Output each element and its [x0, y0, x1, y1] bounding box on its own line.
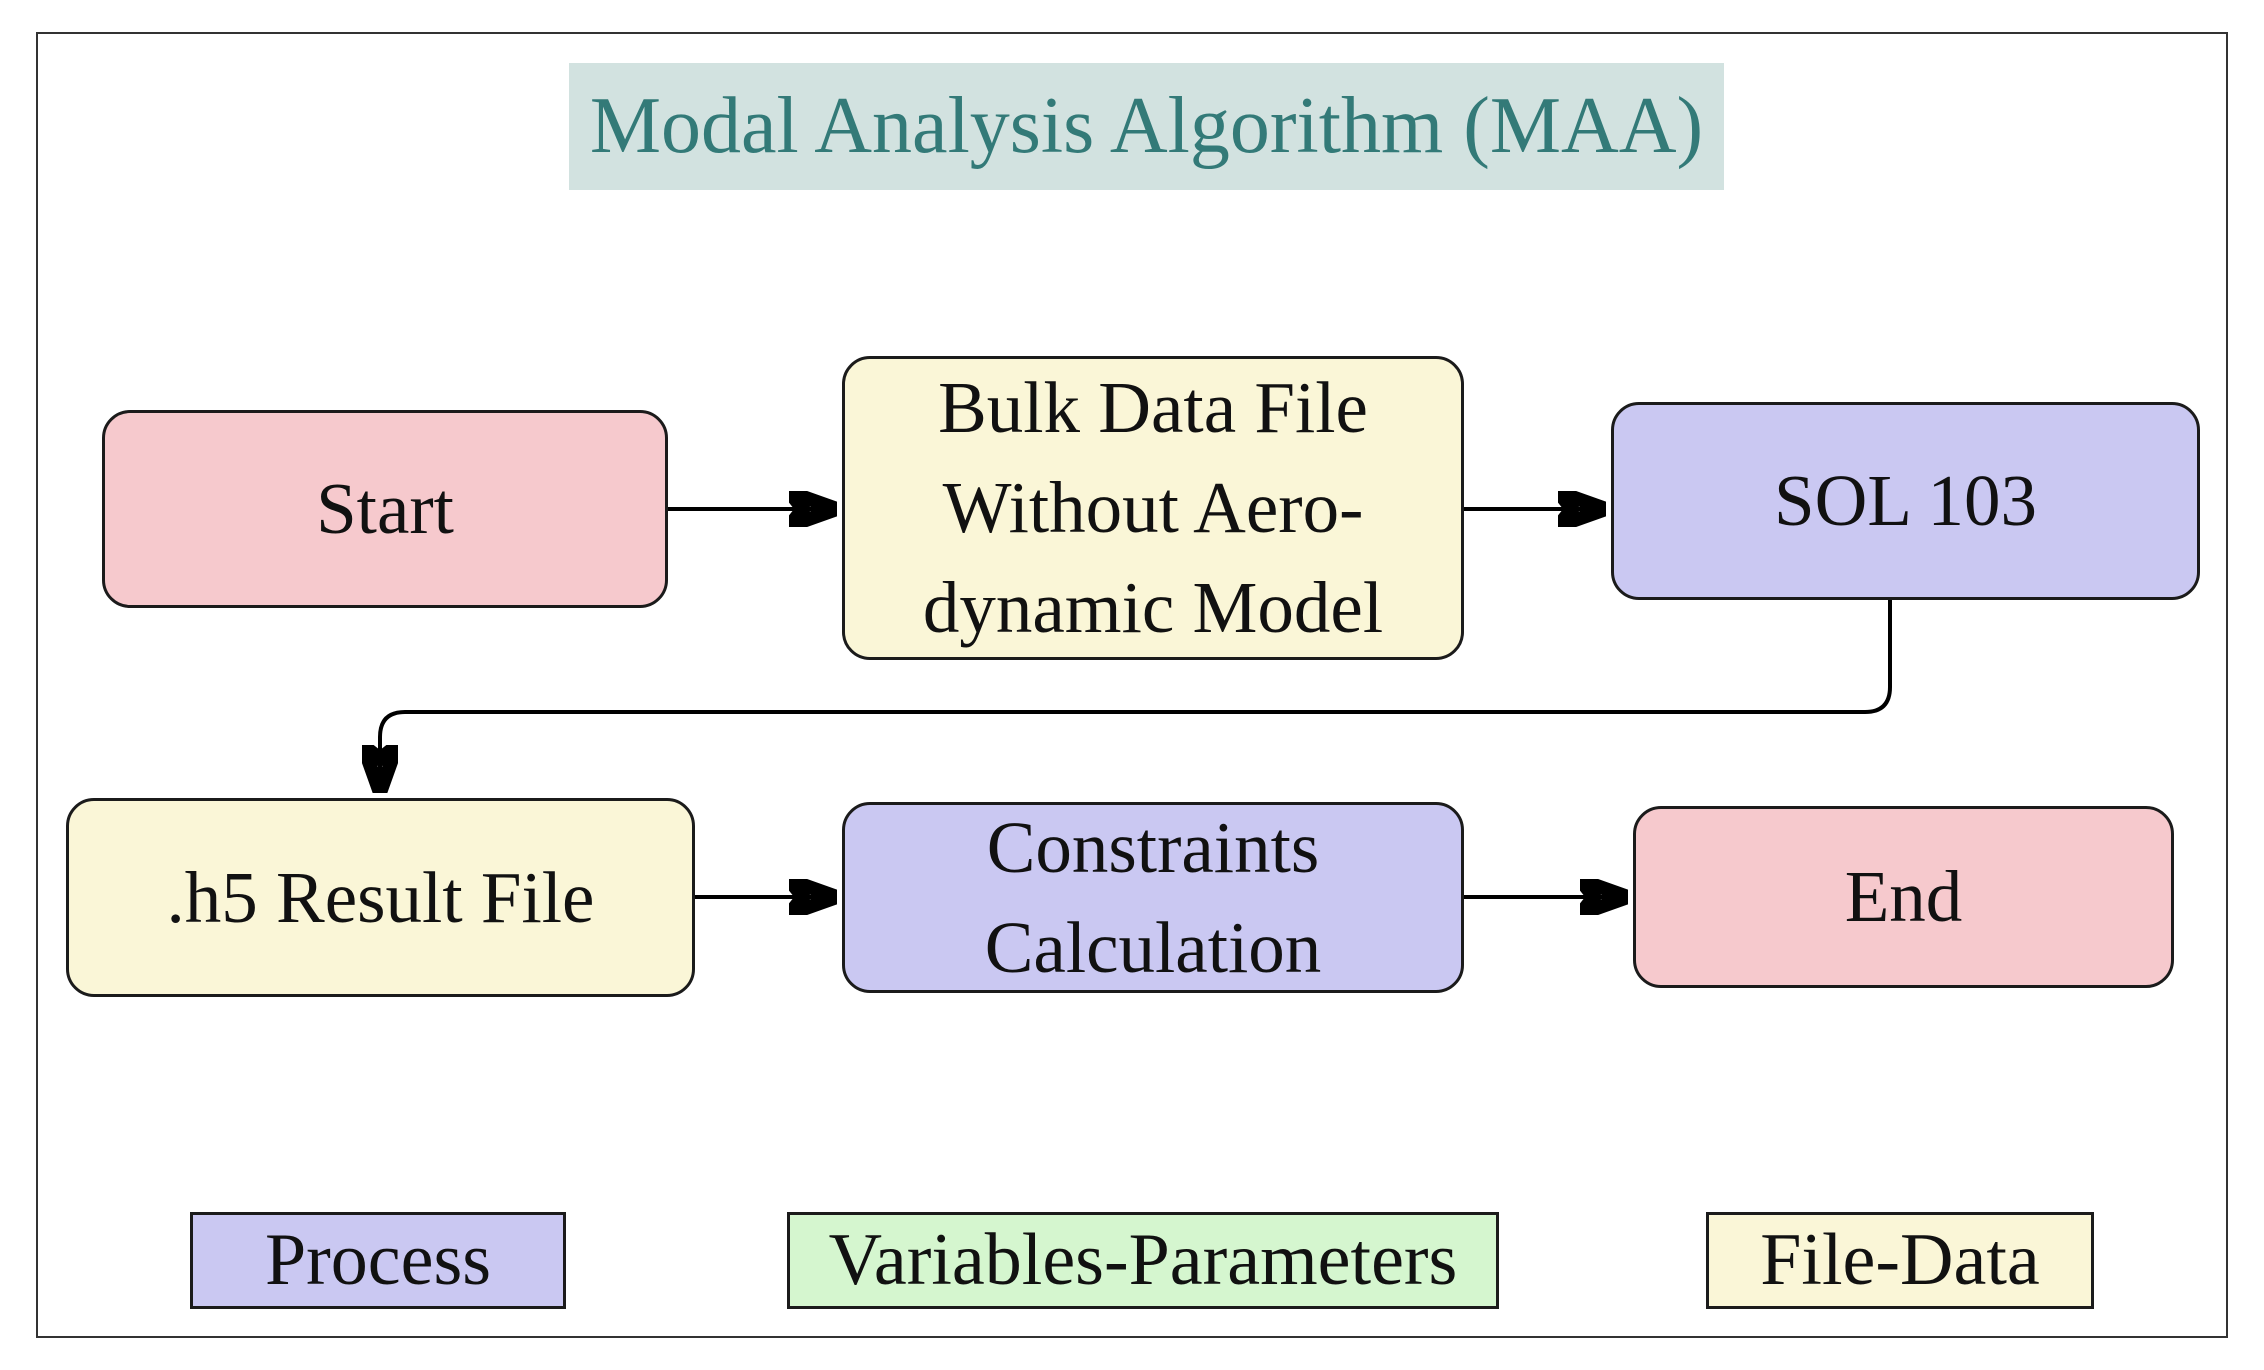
node-label: SOL 103	[1774, 460, 2037, 541]
flow-node-h5-result-file: .h5 Result File	[66, 798, 695, 997]
node-label: .h5 Result File	[166, 856, 595, 938]
legend-item-file-data: File-Data	[1706, 1212, 2094, 1309]
flow-node-end: End	[1633, 806, 2174, 988]
flow-node-start: Start	[102, 410, 668, 608]
diagram-title: Modal Analysis Algorithm (MAA)	[569, 63, 1724, 190]
flow-node-constraints-calculation: Constraints Calculation	[842, 802, 1464, 993]
legend-label: File-Data	[1760, 1219, 2040, 1301]
diagram-border	[36, 32, 2228, 1338]
node-label-line: Without Aero-	[942, 467, 1364, 548]
node-label: End	[1844, 856, 1963, 937]
node-label-line: Constraints	[986, 806, 1320, 888]
legend-label: Process	[264, 1219, 492, 1301]
node-label: Start	[316, 468, 454, 549]
legend-item-process: Process	[190, 1212, 566, 1309]
node-label-line: dynamic Model	[922, 567, 1384, 648]
flow-node-bulk-data-file: Bulk Data File Without Aero- dynamic Mod…	[842, 356, 1464, 660]
legend-label: Variables-Parameters	[828, 1219, 1458, 1301]
legend-item-variables-parameters: Variables-Parameters	[787, 1212, 1499, 1309]
node-label-line: Bulk Data File	[938, 367, 1368, 448]
flow-node-sol103: SOL 103	[1611, 402, 2200, 600]
node-label-line: Calculation	[984, 906, 1322, 988]
